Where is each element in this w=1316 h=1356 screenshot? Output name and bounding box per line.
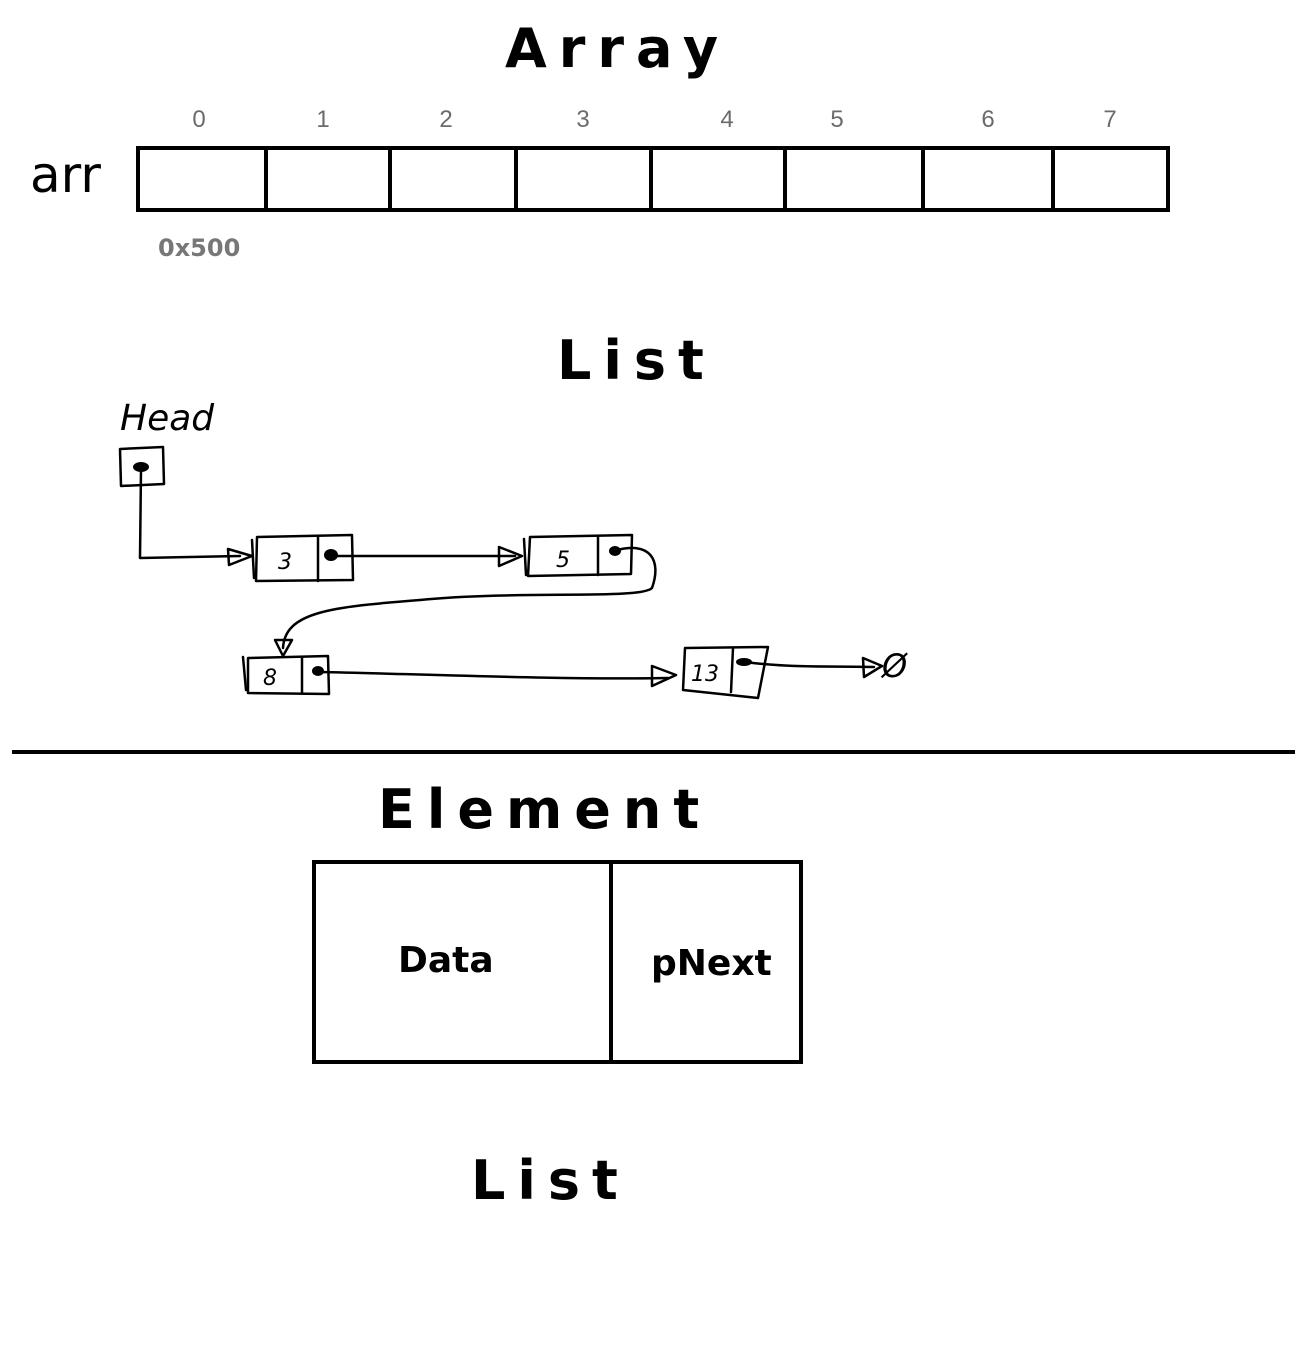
pointer-dot: [312, 666, 324, 676]
pointer-dot: [133, 462, 149, 472]
node-box: [254, 533, 355, 583]
array-address-label: 0x500: [158, 234, 241, 262]
section-divider-line: [12, 750, 1295, 754]
element-data-label: Data: [398, 940, 494, 981]
linked-list-sketch: Head 3 5 8 13 Ø: [118, 398, 908, 700]
node-link-arrow: [318, 670, 670, 680]
arrow-head: [273, 638, 294, 658]
null-symbol: Ø: [880, 647, 908, 685]
element-box: [312, 860, 803, 1064]
array-index-5: 5: [830, 106, 844, 133]
array-variable-label: arr: [30, 146, 101, 204]
array-cell-divider: [649, 146, 653, 212]
arrow-head: [226, 547, 254, 567]
array-cell-divider: [1051, 146, 1055, 212]
array-index-7: 7: [1103, 106, 1117, 133]
element-title: Element: [378, 778, 712, 841]
array-index-4: 4: [720, 106, 734, 133]
element-divider: [609, 860, 613, 1064]
arrow-head: [650, 664, 678, 688]
array-cell-divider: [921, 146, 925, 212]
arrow-head: [861, 656, 884, 679]
head-label: Head: [120, 398, 215, 439]
node-value: 13: [691, 662, 719, 687]
array-index-3: 3: [576, 106, 590, 133]
pointer-dot: [324, 549, 338, 561]
array-cell-divider: [783, 146, 787, 212]
node-value: 8: [263, 666, 277, 691]
head-link-arrow: [138, 468, 242, 560]
node-value: 3: [278, 550, 292, 575]
array-index-0: 0: [192, 106, 206, 133]
pointer-dot: [736, 658, 752, 666]
array-cell-divider: [264, 146, 268, 212]
array-title: Array: [505, 17, 731, 80]
element-pnext-label: pNext: [651, 943, 772, 984]
array-box: [136, 146, 1170, 212]
array-index-2: 2: [439, 106, 453, 133]
array-index-6: 6: [981, 106, 995, 133]
list-title-bottom: List: [471, 1149, 630, 1212]
list-title: List: [557, 329, 716, 392]
array-index-1: 1: [316, 106, 330, 133]
arrow-head: [497, 545, 524, 568]
head-box: [118, 445, 166, 488]
pointer-dot: [609, 546, 621, 556]
array-cell-divider: [388, 146, 392, 212]
node-value: 5: [556, 548, 570, 573]
node-link-arrow: [743, 660, 876, 669]
node-link-arrow: [281, 546, 657, 650]
node-box: [681, 645, 770, 700]
array-cell-divider: [514, 146, 518, 212]
